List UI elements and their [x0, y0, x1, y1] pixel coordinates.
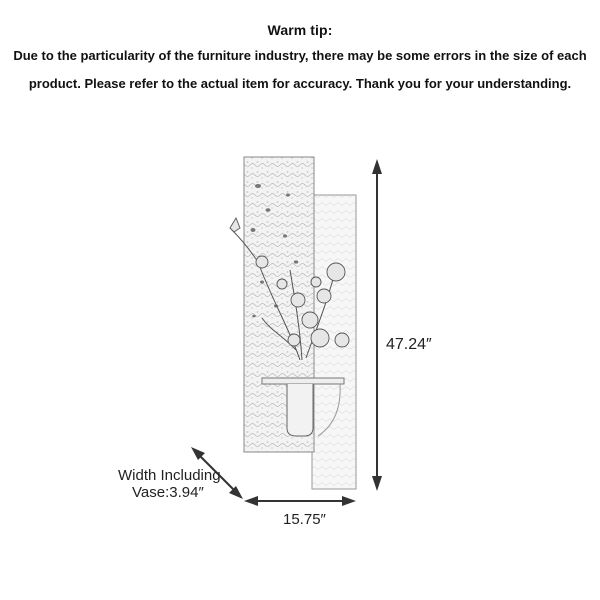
warm-tip-line-2: product. Please refer to the actual item…	[28, 76, 572, 91]
vase	[286, 384, 314, 437]
height-arrow	[372, 159, 382, 491]
width-arrow	[244, 496, 356, 506]
width-label: 15.75″	[283, 511, 326, 528]
shelf	[261, 377, 345, 385]
flowers	[229, 216, 350, 348]
warm-tip-line-1: Due to the particularity of the furnitur…	[13, 48, 587, 63]
depth-label-line-2: Vase:3.94″	[132, 484, 204, 501]
depth-arrow	[191, 447, 243, 499]
depth-label: Width Including Vase:3.94″	[118, 467, 221, 501]
petal-marks	[250, 184, 299, 318]
flower-branches	[231, 229, 337, 361]
height-label: 47.24″	[386, 336, 432, 353]
warm-tip-title: Warm tip:	[267, 22, 333, 38]
depth-label-line-1: Width Including	[118, 467, 221, 484]
